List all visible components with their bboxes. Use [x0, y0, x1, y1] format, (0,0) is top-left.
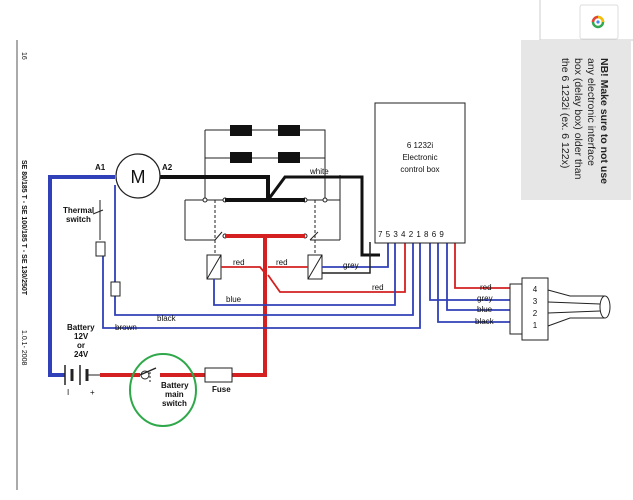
- wire-label-red-1: red: [233, 258, 245, 267]
- grey-wire: [322, 242, 371, 274]
- battery-label-3: or: [77, 341, 85, 350]
- wire-label-blue: blue: [226, 295, 242, 304]
- main-switch-label-3: switch: [162, 399, 187, 408]
- motor-terminal-a1: A1: [95, 163, 106, 172]
- battery-minus: I: [67, 388, 69, 397]
- battery-plus: +: [90, 388, 95, 397]
- motor-symbol: M: [131, 167, 146, 187]
- connector-wire-grey: grey: [477, 294, 493, 303]
- battery: Battery 12V or 24V I +: [64, 323, 100, 397]
- note-box: [521, 40, 631, 200]
- note-line-3: box (delay box) older than: [572, 58, 584, 180]
- note-line-2: any electronic interface: [585, 58, 597, 166]
- wire-label-red-2: red: [276, 258, 288, 267]
- fuse: Fuse: [204, 367, 233, 394]
- wire-label-brown: brown: [115, 323, 137, 332]
- battery-label-4: 24V: [74, 350, 89, 359]
- control-box-name-2: control box: [400, 165, 439, 174]
- connector-wire-black: black: [475, 317, 495, 326]
- red-signal-wires: [221, 242, 510, 293]
- battery-label-2: 12V: [74, 332, 89, 341]
- blue-wires: [48, 175, 510, 377]
- control-box-model: 6 1232i: [407, 141, 433, 150]
- google-lens-icon[interactable]: [579, 4, 619, 40]
- control-box-name-1: Electronic: [402, 153, 437, 162]
- page-number: 16: [20, 52, 27, 60]
- fuse-label: Fuse: [212, 385, 231, 394]
- main-switch-label-2: main: [165, 390, 184, 399]
- motor: M A1 A2: [95, 153, 173, 199]
- connector-wire-red: red: [480, 283, 492, 292]
- wire-label-black: black: [157, 314, 177, 323]
- connector-wire-blue: blue: [477, 305, 493, 314]
- control-box-pins: 7 5 3 4 2 1 8 6 9: [378, 230, 444, 239]
- battery-label-1: Battery: [67, 323, 95, 332]
- battery-main-switch: Battery main switch: [129, 353, 197, 427]
- black-power-wires: [160, 175, 380, 257]
- thermal-switch-label-2: switch: [66, 215, 91, 224]
- wire-label-white: white: [309, 167, 329, 176]
- connector-pin-3: 3: [533, 297, 538, 306]
- main-switch-label-1: Battery: [161, 381, 189, 390]
- thermal-switch-label-1: Thermal: [63, 206, 94, 215]
- document-title: SE 80/185 T - SE 100/185 T - SE 130/250T: [20, 160, 27, 296]
- motor-terminal-a2: A2: [162, 163, 173, 172]
- revision-label: 1.0.1- 2008: [20, 330, 27, 366]
- connector-pin-4: 4: [533, 285, 538, 294]
- highlight-circle: [129, 353, 197, 427]
- connector-pin-1: 1: [533, 321, 538, 330]
- connector-4-pin: 4 3 2 1 red grey blue black: [475, 277, 611, 341]
- electronic-control-box: 6 1232i Electronic control box 7 5 3 4 2…: [374, 102, 466, 244]
- note-line-4: the 6 1232i (ex. 6 122x): [559, 58, 571, 168]
- wire-label-grey: grey: [343, 261, 359, 270]
- contactor-assembly: [184, 125, 341, 280]
- thermal-switch: [92, 200, 121, 297]
- note-line-1: NB! Make sure to not use: [598, 58, 610, 184]
- wire-label-red-3: red: [372, 283, 384, 292]
- connector-pin-2: 2: [533, 309, 538, 318]
